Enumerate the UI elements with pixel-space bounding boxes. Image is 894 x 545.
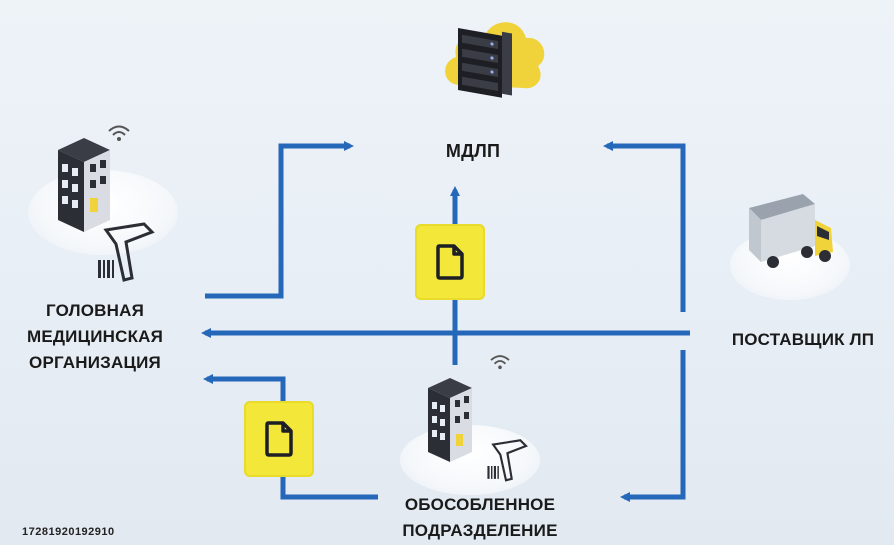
arrow-head-to-mdlp: [205, 141, 354, 299]
wifi-icon: [490, 355, 510, 370]
mdlp-label: МДЛП: [445, 141, 501, 161]
head-org-label-line3: ОРГАНИЗАЦИЯ: [29, 353, 161, 372]
wifi-icon: [108, 125, 130, 141]
supplier-label: ПОСТАВЩИК ЛП: [731, 330, 875, 349]
serial-number: 17281920192910: [22, 526, 115, 538]
truck-icon: [749, 194, 833, 268]
document-icon: [436, 244, 464, 280]
document-badge-to-head: [244, 401, 314, 477]
branch-label-line2: ПОДРАЗДЕЛЕНИЕ: [402, 521, 558, 540]
head-org-label-line1: ГОЛОВНАЯ: [45, 301, 144, 320]
document-icon: [265, 421, 293, 457]
scanner-icon: [487, 439, 528, 482]
cloud-server-icon: [445, 22, 545, 98]
branch-label: ОБОСОБЛЕННОЕ ПОДРАЗДЕЛЕНИЕ: [370, 492, 590, 544]
building-icon: [428, 378, 472, 462]
building-icon: [58, 138, 110, 232]
head-org-label-line2: МЕДИЦИНСКАЯ: [26, 327, 164, 346]
scanner-icon: [98, 222, 155, 282]
arrow-supplier-to-mdlp: [603, 141, 686, 312]
arrow-supplier-to-branch: [620, 350, 686, 502]
branch-label-line1: ОБОСОБЛЕННОЕ: [404, 495, 556, 514]
document-badge-to-mdlp: [415, 224, 485, 300]
head-org-label: ГОЛОВНАЯ МЕДИЦИНСКАЯ ОРГАНИЗАЦИЯ: [0, 298, 190, 376]
